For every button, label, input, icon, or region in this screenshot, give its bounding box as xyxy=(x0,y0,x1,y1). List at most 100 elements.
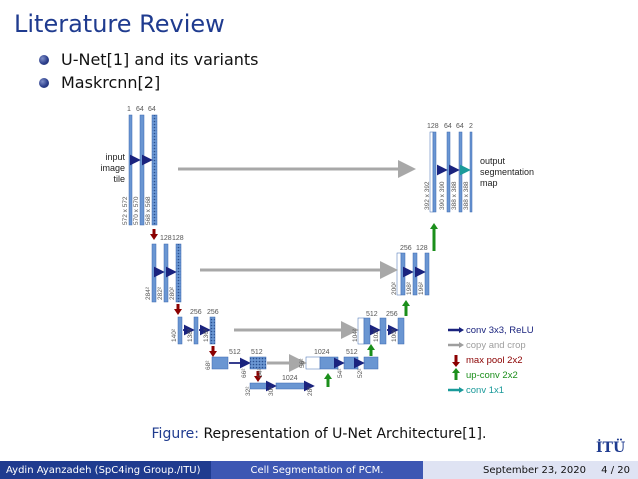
feature-map-bar xyxy=(363,356,379,370)
feature-map-bar xyxy=(163,243,169,303)
channel-label: 64 xyxy=(136,106,144,113)
footer-date: September 23, 2020 xyxy=(483,464,586,476)
bullet-text: Maskrcnn[2] xyxy=(61,73,161,92)
channel-label: 64 xyxy=(444,123,452,130)
channel-label: 128 xyxy=(416,245,428,252)
maxpool-arrow-head xyxy=(150,234,158,240)
feature-map-bar xyxy=(397,317,405,345)
size-label: 28² xyxy=(307,386,314,396)
channel-label: 2 xyxy=(469,123,473,130)
legend-swatch-head-icon xyxy=(459,327,464,333)
channel-label: 512 xyxy=(229,349,241,356)
channel-label: 512 xyxy=(366,311,378,318)
upconv-arrow-head xyxy=(367,344,375,350)
size-label: 196² xyxy=(418,281,425,295)
feature-map-bar xyxy=(379,317,387,345)
feature-map-bar xyxy=(193,316,199,345)
channel-label: 64 xyxy=(456,123,464,130)
legend-label: conv 3x3, ReLU xyxy=(466,325,534,336)
feature-map-bar xyxy=(151,114,158,226)
upconv-arrow-head xyxy=(430,223,438,229)
feature-map-bar xyxy=(363,317,371,345)
feature-map-bar xyxy=(400,252,406,296)
feature-map-bar xyxy=(249,356,267,370)
footer-author: Aydin Ayanzadeh (SpC4ing Group./ITU) xyxy=(0,461,211,479)
size-label: 52² xyxy=(357,368,364,378)
size-label: 388 x 388 xyxy=(463,181,470,210)
legend-label: max pool 2x2 xyxy=(466,355,523,366)
size-label: 570 x 570 xyxy=(133,196,140,225)
figure-caption: Figure: Representation of U-Net Architec… xyxy=(0,426,638,442)
feature-map-bar xyxy=(469,131,473,213)
size-label: 388 x 388 xyxy=(451,181,458,210)
size-label: 32² xyxy=(245,386,252,396)
channel-label: 128 xyxy=(160,235,172,242)
output-label: map xyxy=(480,178,498,188)
bullet-item: Maskrcnn[2] xyxy=(36,71,259,94)
channel-label: 512 xyxy=(251,349,263,356)
channel-label: 128 xyxy=(172,235,184,242)
channel-label: 64 xyxy=(148,106,156,113)
feature-map-bar xyxy=(249,382,271,390)
legend-swatch-head-icon xyxy=(452,368,460,373)
channel-label: 256 xyxy=(190,309,202,316)
unet-layers xyxy=(128,114,473,390)
size-label: 198² xyxy=(406,281,413,295)
bullet-icon xyxy=(39,55,49,65)
legend-swatch-head-icon xyxy=(459,387,464,393)
size-label: 30² xyxy=(268,386,275,396)
feature-map-bar xyxy=(211,356,229,370)
upconv-arrow-head xyxy=(324,373,332,379)
size-label: 54² xyxy=(337,368,344,378)
channel-label: 512 xyxy=(346,349,358,356)
feature-map-bar xyxy=(446,131,451,213)
output-label: segmentation xyxy=(480,167,534,177)
bullet-icon xyxy=(39,78,49,88)
caption-text: Representation of U-Net Architecture[1]. xyxy=(203,426,487,442)
maxpool-arrow-head xyxy=(174,309,182,315)
feature-map-bar xyxy=(319,356,339,370)
feature-map-bar xyxy=(209,316,216,345)
size-label: 104² xyxy=(352,328,359,342)
channel-label: 256 xyxy=(400,245,412,252)
size-label: 102² xyxy=(373,328,380,342)
itu-logo: İTÜ xyxy=(596,440,626,456)
size-label: 200² xyxy=(391,281,398,295)
feature-map-bar xyxy=(424,252,430,296)
feature-map-bar xyxy=(151,243,157,303)
size-label: 392 x 392 xyxy=(424,181,431,210)
input-label: tile xyxy=(113,174,125,184)
legend-swatch-head-icon xyxy=(459,342,464,348)
channel-label: 1024 xyxy=(314,349,330,356)
size-label: 280² xyxy=(169,286,176,300)
feature-map-bar xyxy=(175,243,182,303)
channel-label: 256 xyxy=(207,309,219,316)
feature-map-bar xyxy=(275,382,307,390)
feature-map-bar xyxy=(412,252,418,296)
unet-legend: conv 3x3, ReLU copy and crop max pool 2x2 u… xyxy=(448,325,534,396)
feature-map-bar xyxy=(139,114,145,226)
size-label: 284² xyxy=(145,286,152,300)
legend-label: up-conv 2x2 xyxy=(466,370,518,381)
channel-label: 1024 xyxy=(282,375,298,382)
legend-label: conv 1x1 xyxy=(466,385,504,396)
output-label: output xyxy=(480,156,506,166)
footer-talk-title: Cell Segmentation of PCM. xyxy=(211,461,423,479)
footer-bar: Aydin Ayanzadeh (SpC4ing Group./ITU) Cel… xyxy=(0,461,638,479)
legend-label: copy and crop xyxy=(466,340,526,351)
maxpool-arrow-head xyxy=(254,376,262,382)
feature-map-bar xyxy=(177,316,183,345)
channel-label: 256 xyxy=(386,311,398,318)
size-label: 390 x 390 xyxy=(439,181,446,210)
size-label: 138² xyxy=(187,328,194,342)
maxpool-arrow-head xyxy=(209,351,217,357)
size-label: 282² xyxy=(157,286,164,300)
channel-label: 128 xyxy=(427,123,439,130)
size-label: 140² xyxy=(171,328,178,342)
input-label: input xyxy=(105,152,125,162)
size-label: 64² xyxy=(257,368,264,378)
size-label: 568 x 568 xyxy=(145,196,152,225)
size-label: 136² xyxy=(203,328,210,342)
